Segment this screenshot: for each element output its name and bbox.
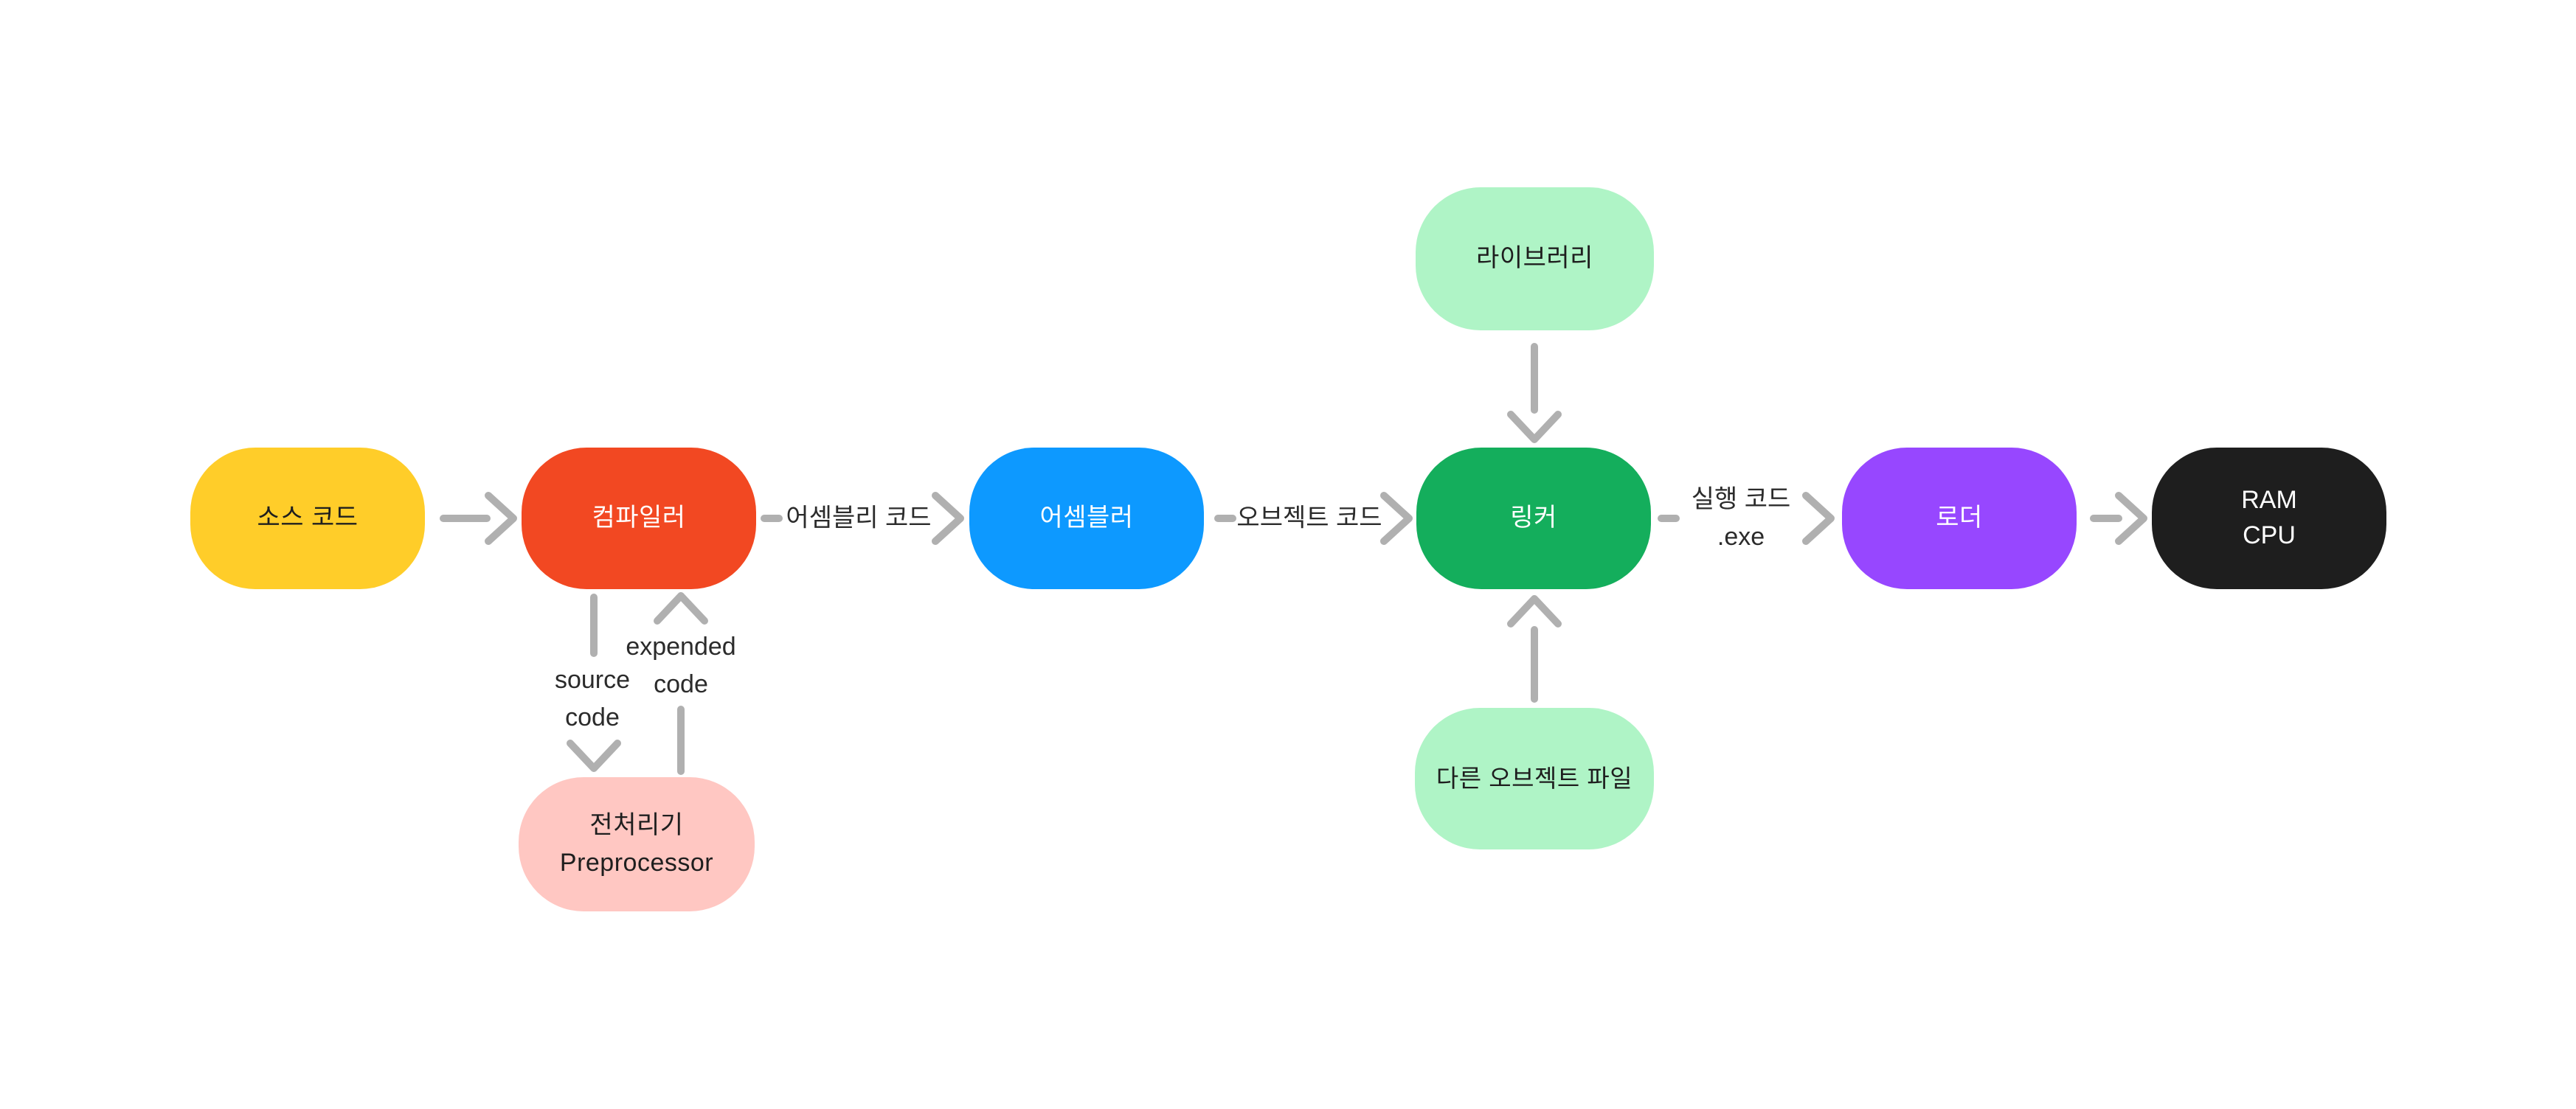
arrow-objects-to-linker <box>1507 595 1562 703</box>
edge-label-executable-code: 실행 코드 .exe <box>1691 485 1791 551</box>
source-code-node: 소스 코드 <box>190 448 425 589</box>
other-object-files-node: 다른 오브젝트 파일 <box>1415 708 1654 849</box>
preprocessor-node: 전처리기 Preprocessor <box>519 777 755 911</box>
ram-cpu-node: RAM CPU <box>2152 448 2386 589</box>
arrow-loader-to-ram <box>2090 492 2147 545</box>
arrow-source-to-compiler <box>440 492 517 545</box>
linker-node: 링커 <box>1416 448 1651 589</box>
edge-label-object-code: 오브젝트 코드 <box>1236 504 1382 532</box>
compiler-node: 컴파일러 <box>522 448 756 589</box>
edge-label-assembly-code: 어셈블리 코드 <box>786 504 932 532</box>
edge-label-source-code: source code <box>554 666 631 731</box>
assembler-node: 어셈블러 <box>969 448 1204 589</box>
library-node: 라이브러리 <box>1416 187 1654 330</box>
arrow-library-to-linker <box>1507 343 1562 443</box>
loader-node: 로더 <box>1842 448 2077 589</box>
edge-label-expended-code: expended code <box>626 633 736 698</box>
